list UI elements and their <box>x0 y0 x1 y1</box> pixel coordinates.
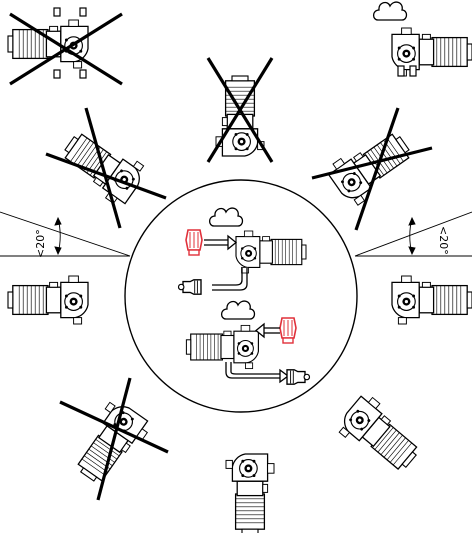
angle-label-right: <20° <box>437 226 450 255</box>
orientation-top-left <box>7 7 123 86</box>
orientation-top-right <box>372 1 472 77</box>
orientation-upper-right <box>311 107 433 231</box>
angle-label-left: <20° <box>34 229 47 258</box>
orientation-mid-left <box>7 275 89 325</box>
cross-mark-icon <box>45 107 167 229</box>
red-valve-icon <box>185 229 203 256</box>
orientation-lower-right <box>333 390 428 481</box>
angle-sector-right <box>354 211 472 257</box>
center-detail-upper <box>177 207 307 295</box>
center-detail-lower <box>185 300 311 385</box>
angle-sector-left <box>0 211 131 257</box>
cross-mark-icon <box>311 107 433 231</box>
orientation-lower-left <box>59 377 169 501</box>
center-circle <box>124 179 358 413</box>
orientation-upper-left <box>45 107 167 229</box>
orientation-top-center <box>206 57 274 163</box>
cross-mark-icon <box>59 377 169 501</box>
orientation-bottom-center <box>225 453 275 533</box>
red-valve-icon <box>279 317 297 344</box>
orientation-mid-right <box>391 275 472 325</box>
cross-mark-icon <box>206 57 274 163</box>
cross-mark-icon <box>9 12 123 86</box>
